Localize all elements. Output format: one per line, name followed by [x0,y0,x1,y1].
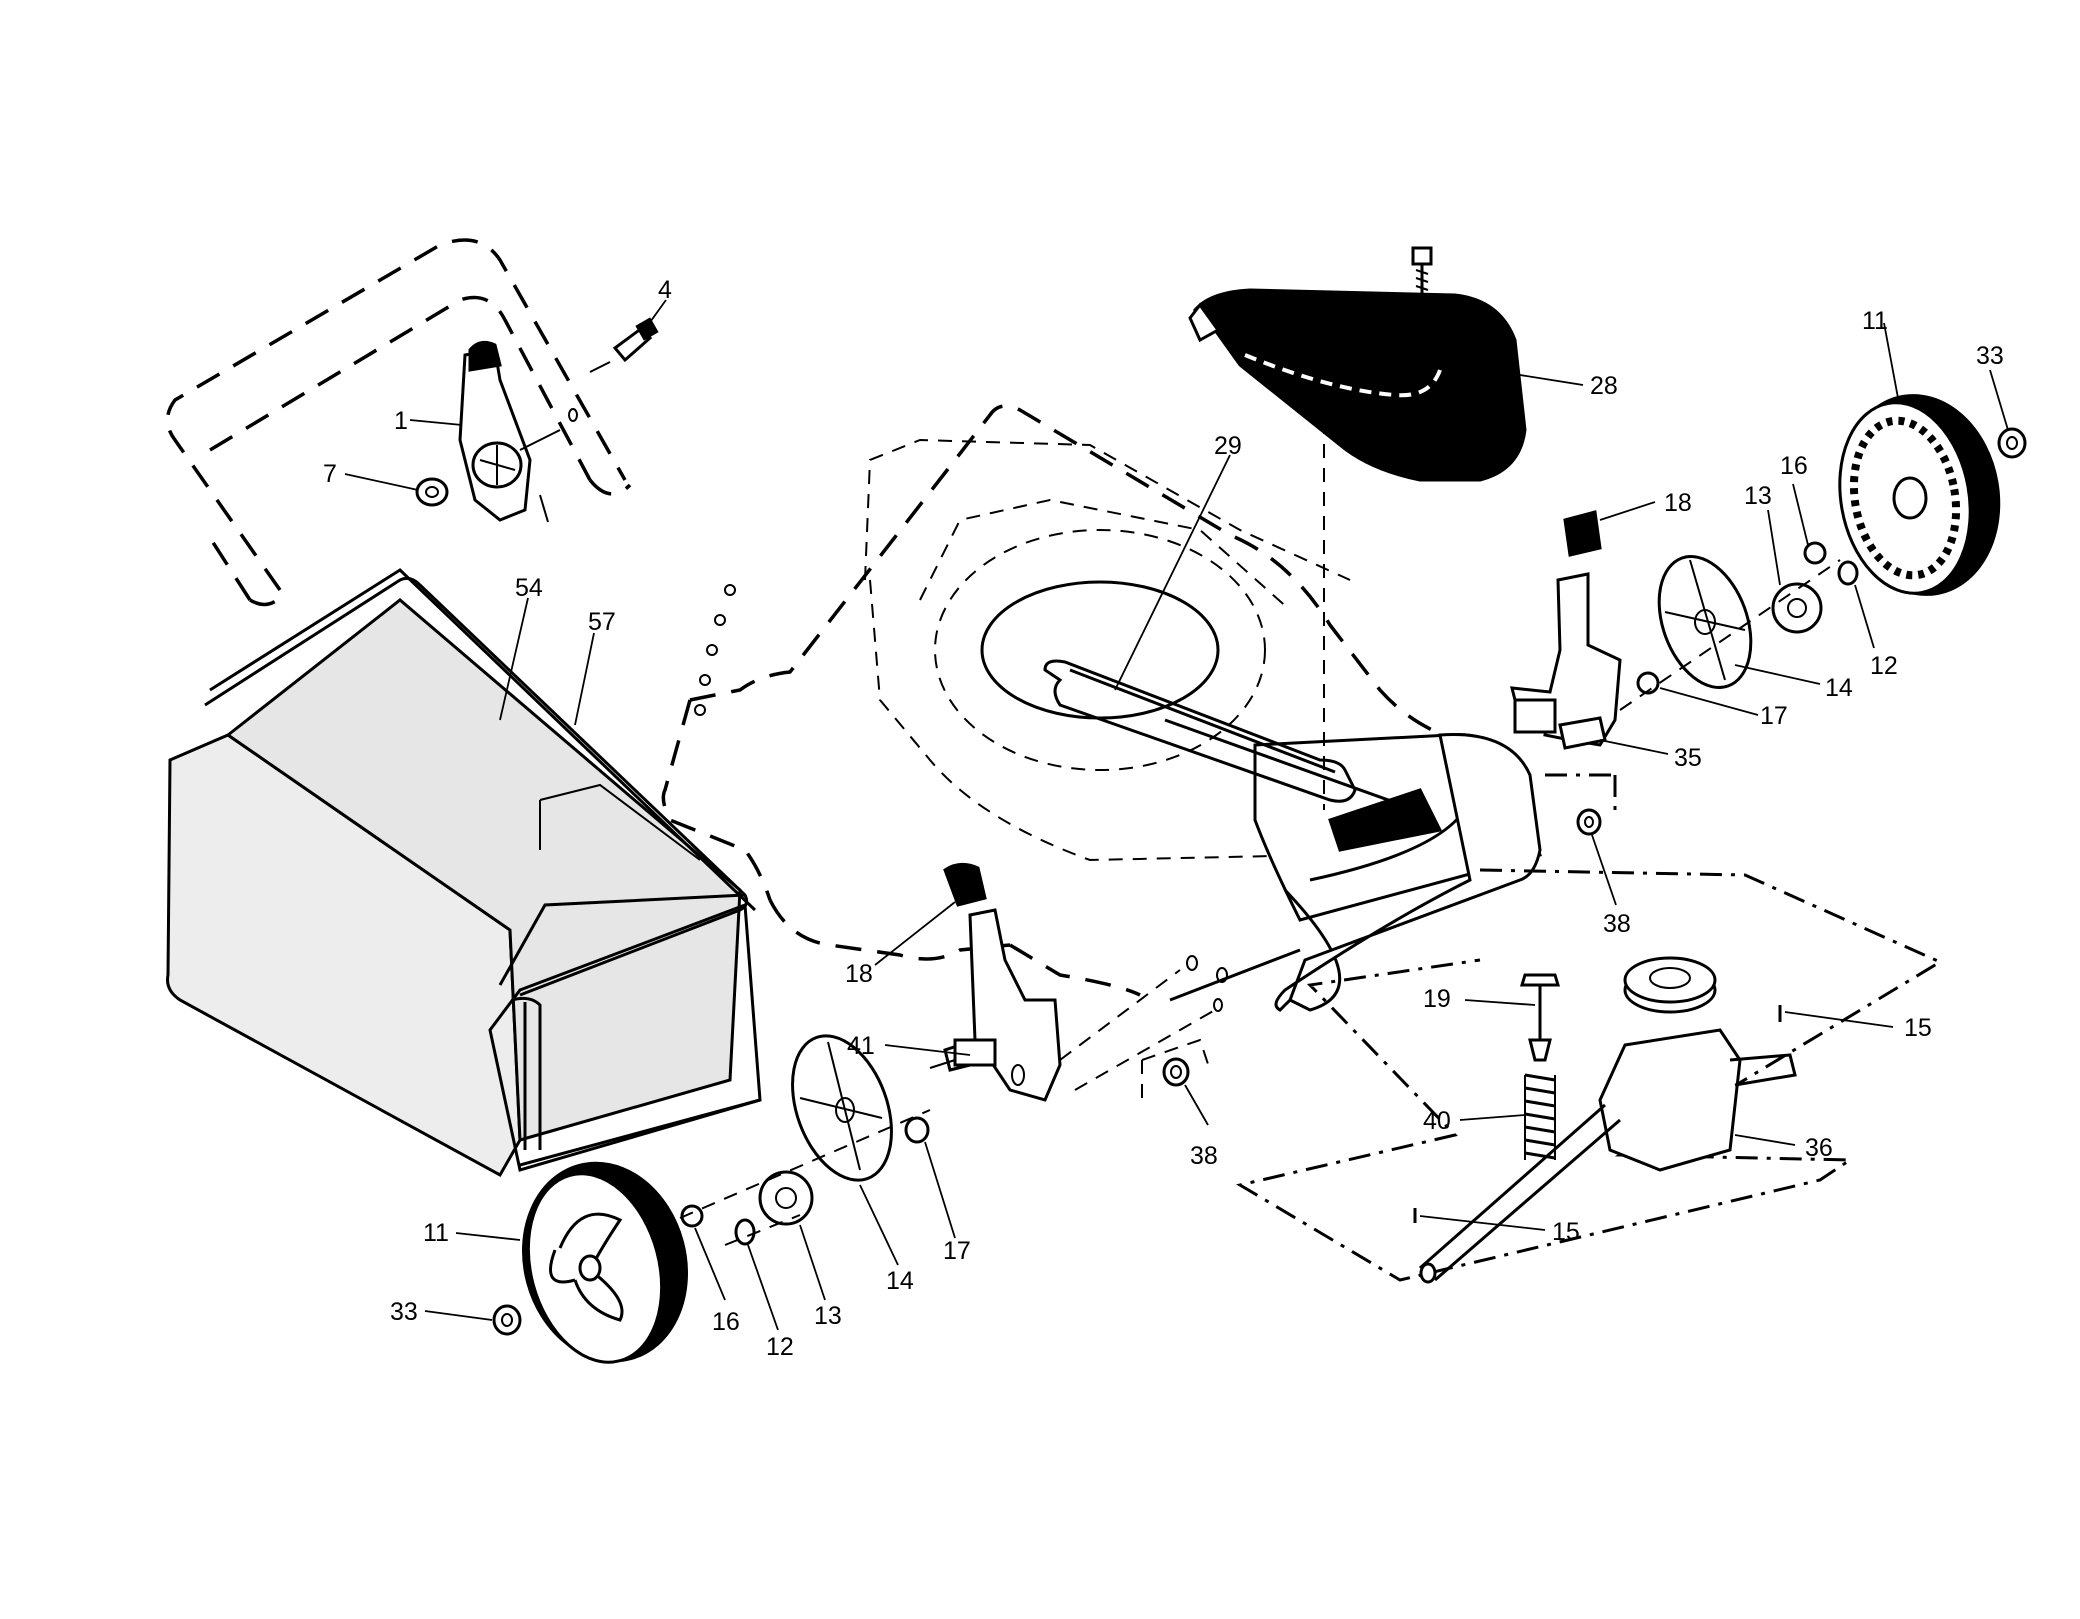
callout-16-left: 16 [712,1308,740,1336]
callout-16-right: 16 [1780,452,1808,480]
callout-35: 35 [1674,744,1702,772]
callout-15-upper: 15 [1904,1014,1932,1042]
callout-17-right: 17 [1760,702,1788,730]
washer [904,1116,930,1144]
leader-lines [344,299,2009,1331]
callout-1: 1 [394,407,408,435]
wheel [1838,394,2001,596]
wheel-cover [1657,555,1753,689]
nut [415,477,449,507]
rear-deflector [980,580,1357,803]
callout-41: 41 [847,1032,875,1060]
washer [1803,541,1827,565]
height-adjuster [929,863,1062,1102]
nut [1576,808,1602,836]
wheel [522,1161,688,1364]
transmission [1419,956,1797,1284]
washer [1636,671,1660,695]
callout-4: 4 [658,276,672,304]
mower-deck-front [1169,733,1542,1012]
washer [680,1204,704,1228]
callout-7: 7 [323,460,337,488]
drive-gear [758,1170,814,1226]
nut [1162,1057,1190,1087]
grass-catcher-bag [166,568,762,1178]
callout-29: 29 [1214,432,1242,460]
nut [1997,427,2027,459]
callout-19: 19 [1423,985,1451,1013]
callout-38-left: 38 [1190,1142,1218,1170]
callout-11-left: 11 [423,1219,449,1247]
retaining-ring [734,1218,756,1246]
callout-33-left: 33 [390,1298,418,1326]
callout-11-right: 11 [1862,307,1888,335]
drive-gear [1771,582,1823,634]
callout-13-left: 13 [814,1302,842,1330]
callout-18-left: 18 [845,960,873,988]
callout-15-lower: 15 [1552,1218,1580,1246]
callout-36: 36 [1805,1134,1833,1162]
callout-33-right: 33 [1976,342,2004,370]
callout-13-right: 13 [1744,482,1772,510]
bolt [568,317,659,422]
spring [1524,1073,1556,1160]
bag-frame [511,996,542,1150]
callout-28: 28 [1590,372,1618,400]
bolt [1323,246,1433,810]
callout-12-left: 12 [766,1333,794,1361]
nut [492,1304,522,1336]
wheel-cover [791,1034,893,1182]
callout-12-right: 12 [1870,652,1898,680]
retaining-ring [1837,560,1859,586]
height-adjuster [1510,510,1622,810]
callout-labels: 1 4 7 11 33 16 13 12 14 17 18 35 38 28 2… [323,276,2004,1361]
callout-18-right: 18 [1664,489,1692,517]
upper-handle [165,238,632,607]
callout-17-left: 17 [943,1237,971,1265]
callout-14-left: 14 [886,1267,914,1295]
adjuster-knob [1519,973,1561,1062]
callout-54: 54 [515,574,543,602]
callout-40: 40 [1423,1107,1451,1135]
callout-57: 57 [588,608,616,636]
callout-38-right: 38 [1603,910,1631,938]
cable-control-lever [458,340,561,523]
callout-14-right: 14 [1825,674,1853,702]
transmission-boundary [1236,868,1944,1282]
discharge-cover [1188,288,1527,482]
